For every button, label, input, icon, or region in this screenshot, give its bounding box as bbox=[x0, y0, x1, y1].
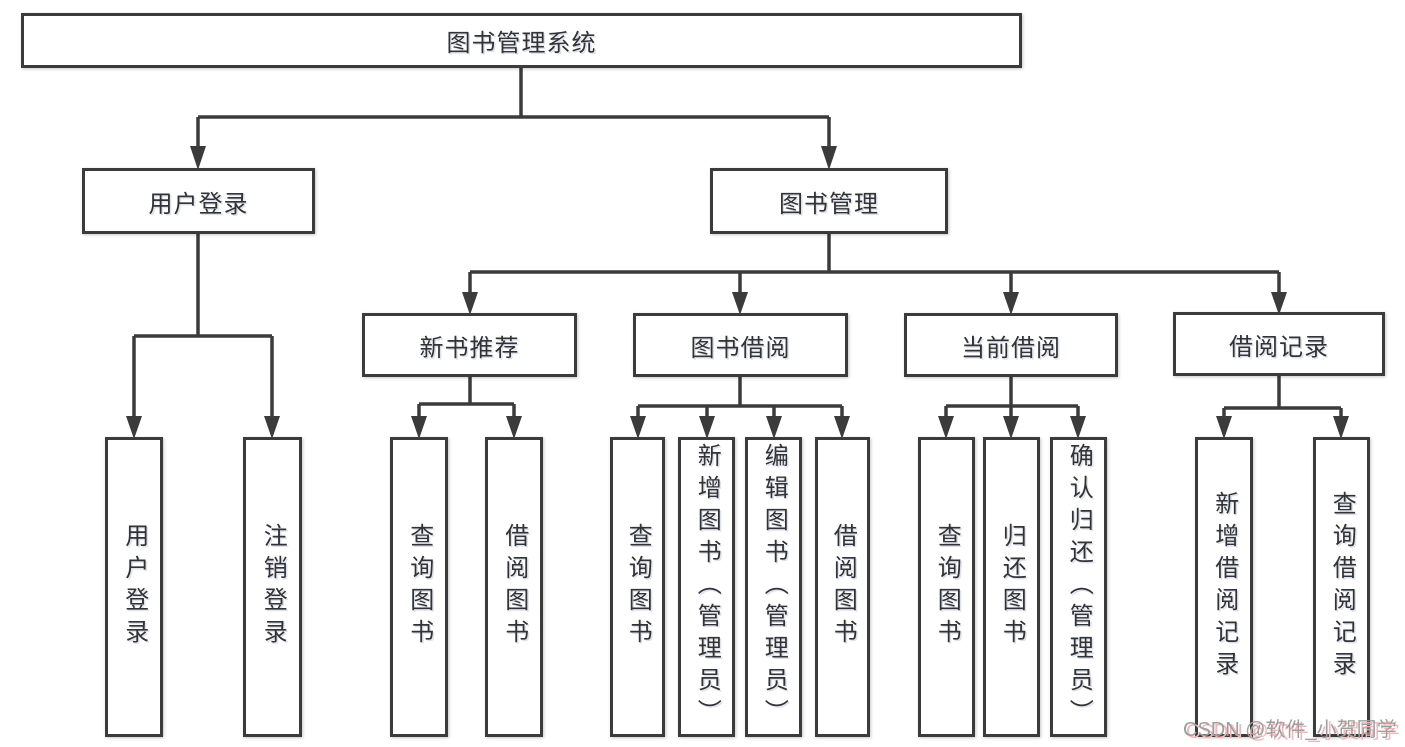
leaf-add-books-admin: 新增图书（管理员） bbox=[678, 437, 735, 737]
node-current-borrowing-label: 当前借阅 bbox=[961, 334, 1061, 362]
node-root: 图书管理系统 bbox=[21, 13, 1022, 68]
leaf-query-borrow-record-label: 查询借阅记录 bbox=[1328, 491, 1356, 683]
node-user-login: 用户登录 bbox=[82, 168, 315, 234]
leaf-return-books: 归还图书 bbox=[983, 437, 1040, 737]
node-new-book-recommend: 新书推荐 bbox=[362, 313, 577, 377]
node-borrow-records: 借阅记录 bbox=[1173, 312, 1385, 376]
node-book-management-label: 图书管理 bbox=[779, 190, 879, 218]
leaf-confirm-return-admin-label: 确认归还（管理员） bbox=[1065, 443, 1093, 731]
node-book-management: 图书管理 bbox=[710, 168, 948, 234]
node-new-book-recommend-label: 新书推荐 bbox=[419, 334, 520, 362]
leaf-add-borrow-record-label: 新增借阅记录 bbox=[1210, 491, 1238, 683]
leaf-edit-books-admin: 编辑图书（管理员） bbox=[745, 437, 802, 737]
node-book-borrowing-label: 图书借阅 bbox=[690, 334, 791, 362]
leaf-user-login-label: 用户登录 bbox=[120, 523, 148, 651]
leaf-borrow-books-recommend: 借阅图书 bbox=[485, 437, 543, 737]
leaf-add-books-admin-label: 新增图书（管理员） bbox=[693, 443, 721, 731]
leaf-query-books-recommend-label: 查询图书 bbox=[405, 523, 433, 651]
node-current-borrowing: 当前借阅 bbox=[904, 313, 1118, 377]
leaf-query-books-recommend: 查询图书 bbox=[390, 437, 448, 737]
leaf-query-books-current-label: 查询图书 bbox=[933, 523, 961, 651]
leaf-confirm-return-admin: 确认归还（管理员） bbox=[1050, 437, 1107, 737]
leaf-query-borrow-record: 查询借阅记录 bbox=[1313, 437, 1370, 737]
leaf-query-books-borrowing: 查询图书 bbox=[610, 437, 665, 737]
arrowheads bbox=[126, 146, 1349, 439]
leaf-borrow-books-recommend-label: 借阅图书 bbox=[500, 523, 528, 651]
leaf-return-books-label: 归还图书 bbox=[998, 523, 1026, 651]
node-book-borrowing: 图书借阅 bbox=[633, 313, 848, 377]
leaf-logout: 注销登录 bbox=[243, 437, 302, 737]
leaf-add-borrow-record: 新增借阅记录 bbox=[1195, 437, 1253, 737]
leaf-borrow-books-label: 借阅图书 bbox=[829, 523, 857, 651]
leaf-borrow-books: 借阅图书 bbox=[815, 437, 870, 737]
csdn-watermark: CSDN @软件_小贺同学 bbox=[1183, 719, 1397, 741]
leaf-user-login: 用户登录 bbox=[105, 437, 163, 737]
node-root-label: 图书管理系统 bbox=[446, 30, 597, 57]
leaf-logout-label: 注销登录 bbox=[259, 523, 287, 651]
leaf-edit-books-admin-label: 编辑图书（管理员） bbox=[760, 443, 788, 731]
leaf-query-books-borrowing-label: 查询图书 bbox=[624, 523, 652, 651]
node-borrow-records-label: 借阅记录 bbox=[1229, 333, 1329, 361]
node-user-login-label: 用户登录 bbox=[148, 190, 249, 218]
leaf-query-books-current: 查询图书 bbox=[918, 437, 975, 737]
